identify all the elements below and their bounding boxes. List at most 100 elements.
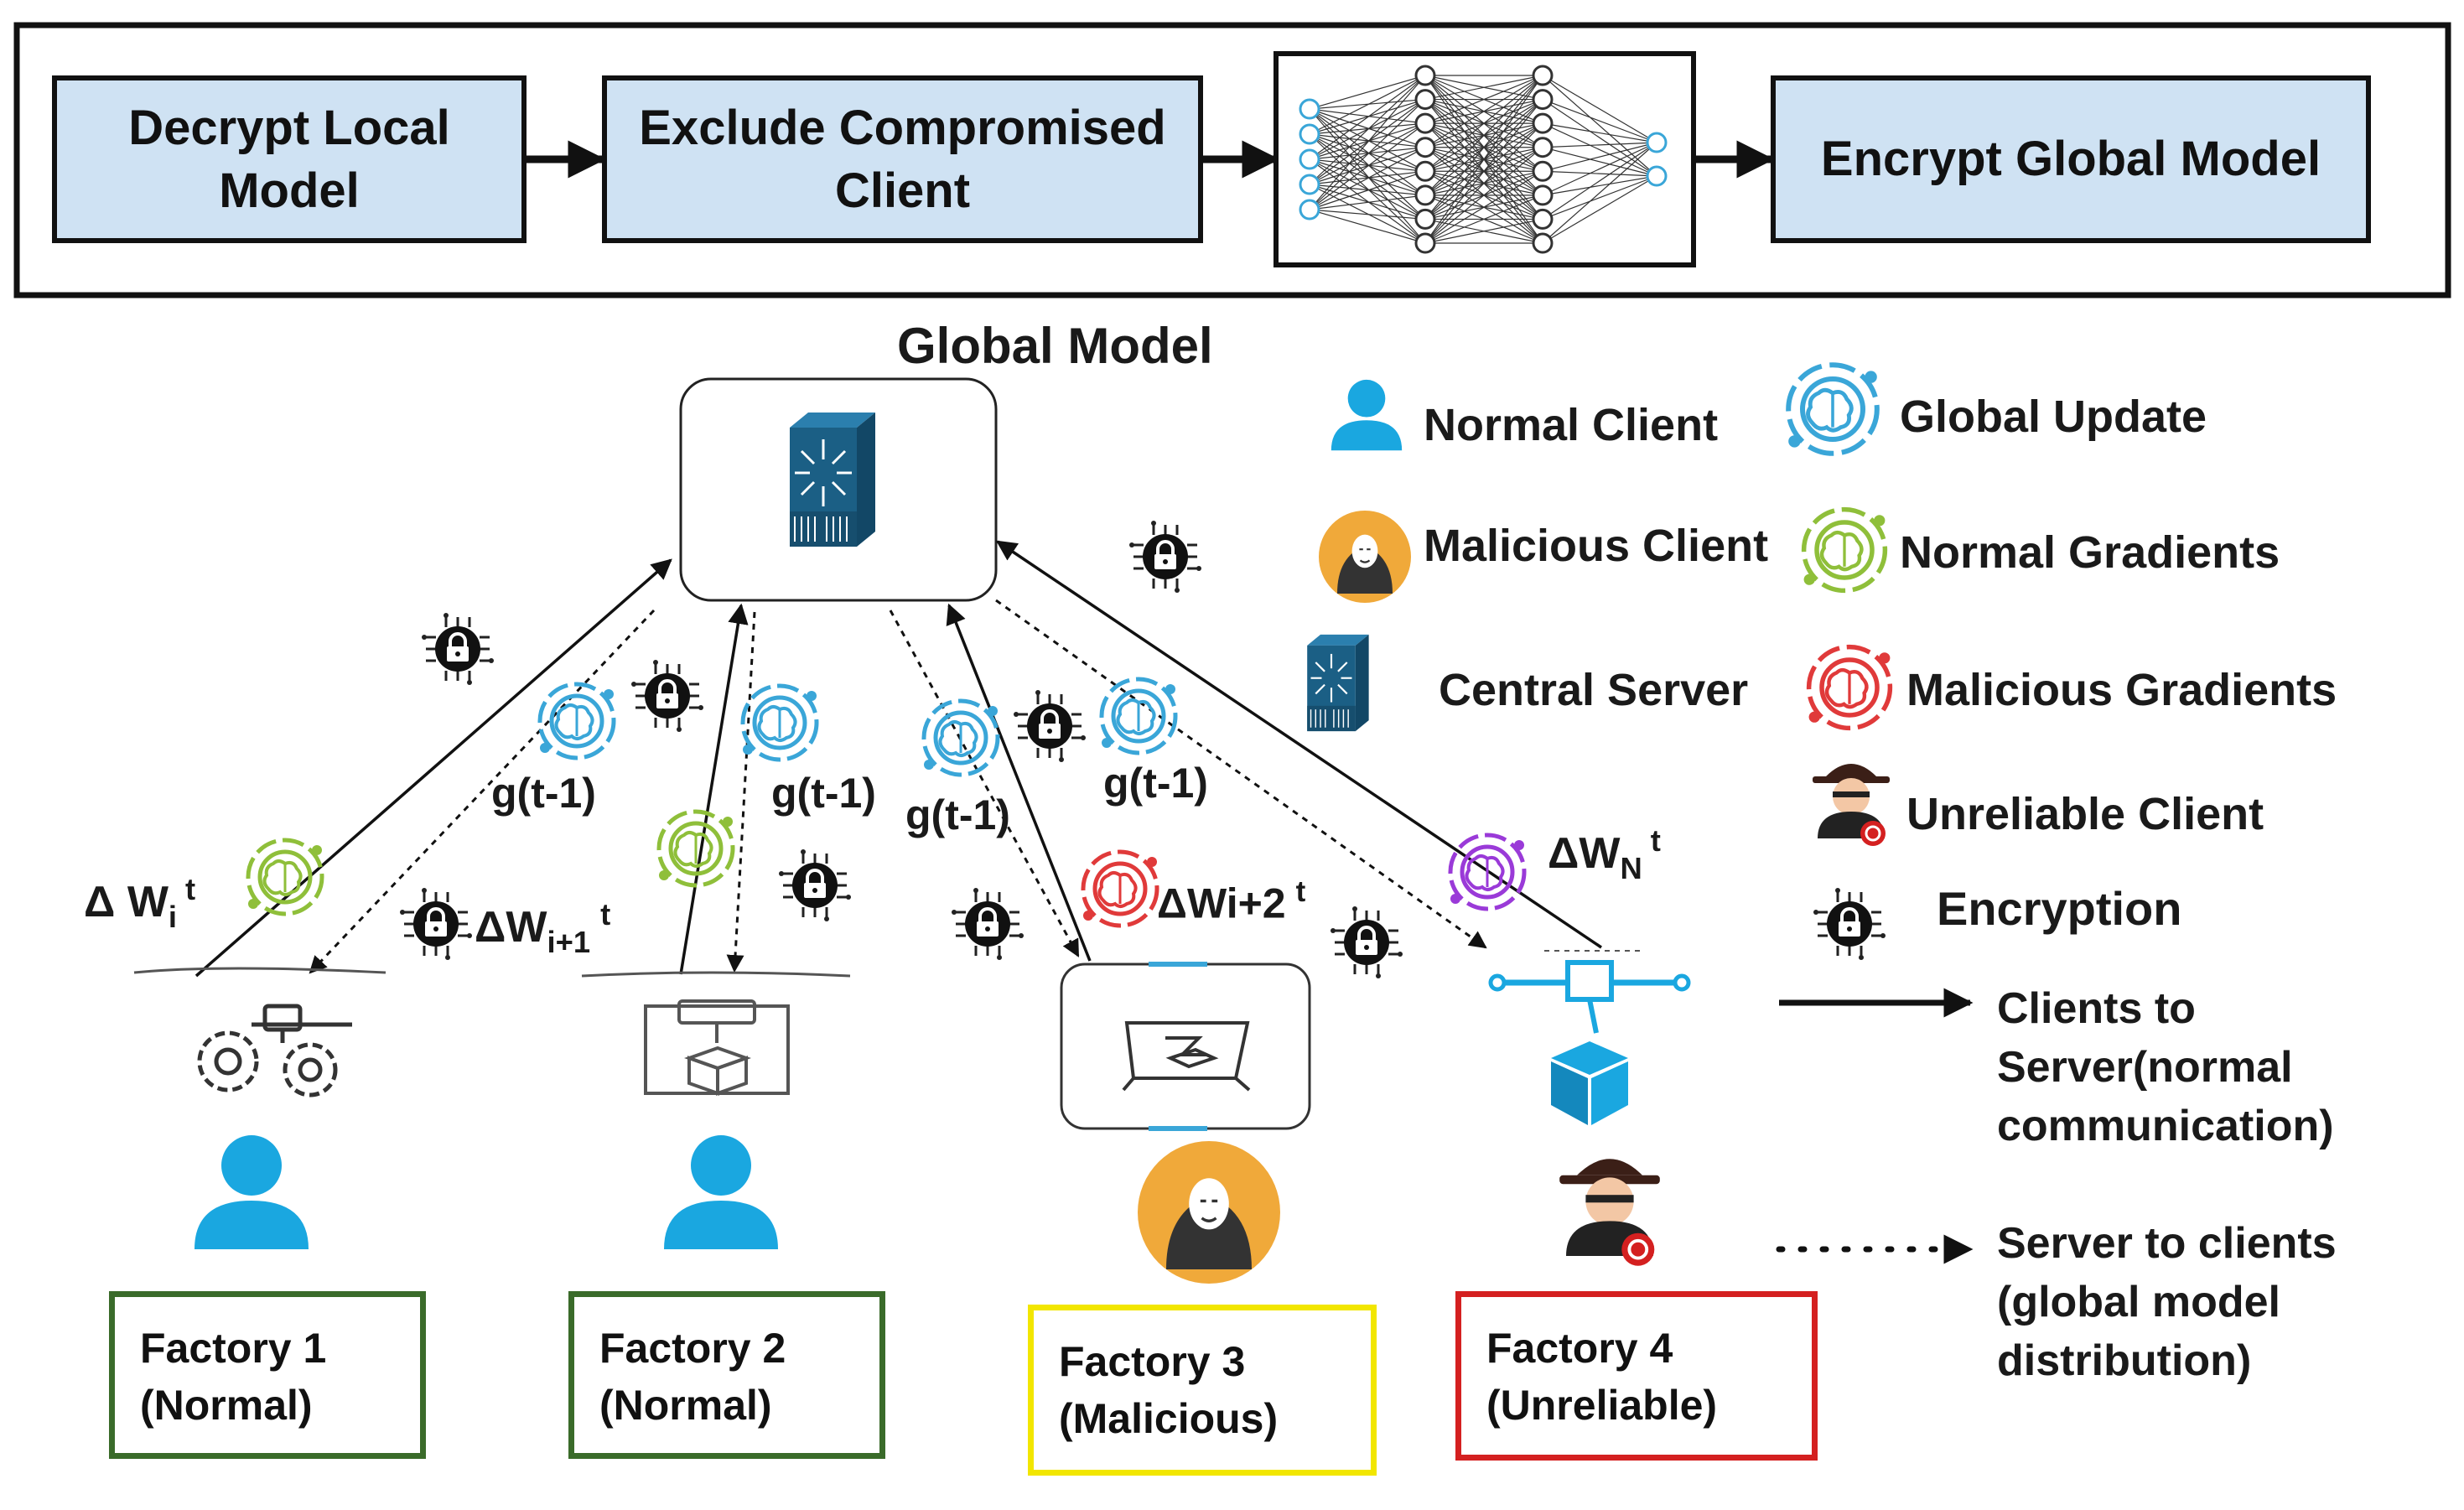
factory-2-box: Factory 2 (Normal) [568, 1291, 885, 1459]
factory-3-name: Factory 3 [1059, 1338, 1246, 1385]
legend-normal-gradients-icon [1804, 510, 1886, 591]
legend-dotted-arrow-label: Server to clients (global model distribu… [1997, 1214, 2337, 1391]
legend-solid-arrow-label: Clients to Server(normal communication) [1997, 979, 2334, 1156]
legend-malicious-gradients-icon [1809, 647, 1891, 729]
nn-node [1299, 148, 1320, 170]
global-model-title: Global Model [897, 318, 1213, 374]
nn-node [1532, 184, 1554, 206]
nn-node [1414, 184, 1436, 206]
factory-4-name: Factory 4 [1486, 1325, 1673, 1372]
dotted-arrow-line-3: distribution) [1997, 1336, 2252, 1386]
encrypt-global-model-label: Encrypt Global Model [1820, 132, 2321, 187]
encrypt-global-model-box: Encrypt Global Model [1771, 75, 2371, 243]
nn-node [1414, 112, 1436, 134]
nn-node [1646, 132, 1668, 153]
dw-i2-base: ΔWi+2 [1157, 880, 1286, 927]
exclude-compromised-client-label: Exclude Compromised Client [639, 100, 1166, 218]
legend-malicious-client-label: Malicious Client [1424, 521, 1769, 571]
dw-i2-sup: t [1295, 875, 1306, 908]
nn-node [1646, 165, 1668, 187]
nn-node [1532, 137, 1554, 158]
legend-malicious-client-icon [1317, 509, 1413, 605]
nn-node [1532, 89, 1554, 111]
dw-i-base: Δ W [84, 878, 169, 927]
neural-network-icon [1273, 51, 1696, 267]
factory-3-box: Factory 3 (Malicious) [1028, 1305, 1377, 1476]
3d-printer-icon-3 [1060, 962, 1311, 1131]
nn-node [1414, 232, 1436, 254]
dw-i-sub: i [168, 899, 178, 934]
edge-label-g4: g(t-1) [1103, 760, 1208, 807]
solid-arrow-line-1: Clients to [1997, 984, 2196, 1033]
dotted-arrow-line-1: Server to clients [1997, 1219, 2337, 1268]
dotted-arrows [309, 599, 1487, 974]
legend-global-update-label: Global Update [1900, 392, 2207, 442]
decrypt-local-model-box: Decrypt Local Model [52, 75, 527, 243]
nn-node [1414, 208, 1436, 230]
legend-normal-client-label: Normal Client [1424, 400, 1719, 450]
global-model-server [679, 377, 998, 602]
factory-2-status: (Normal) [599, 1381, 772, 1429]
server-icon [788, 411, 877, 548]
legend-central-server-icon [1306, 633, 1370, 733]
legend-malicious-gradients-label: Malicious Gradients [1906, 665, 2337, 715]
nn-node [1532, 65, 1554, 86]
3d-printer-icon-4 [1488, 950, 1691, 1125]
nn-node [1299, 174, 1320, 195]
nn-node [1414, 65, 1436, 86]
edge-label-g3: g(t-1) [905, 791, 1010, 838]
legend-unreliable-client-icon [1811, 762, 1891, 848]
dw-n-sup: t [1650, 823, 1661, 858]
factory-1-name: Factory 1 [140, 1325, 327, 1372]
nn-node [1299, 199, 1320, 221]
normal-client-user-icon-1 [195, 1135, 309, 1249]
3d-printer-icon-2 [581, 971, 851, 1096]
factory-3-status: (Malicious) [1059, 1394, 1279, 1442]
nn-node [1532, 232, 1554, 254]
dw-i1-base: ΔW [475, 903, 547, 952]
legend-normal-gradients-label: Normal Gradients [1900, 527, 2280, 578]
edge-label-dw-i2: ΔWi+2 t [1157, 875, 1305, 928]
legend-global-update-icon [1788, 365, 1877, 454]
legend-unreliable-client-label: Unreliable Client [1906, 789, 2264, 839]
factory-1-status: (Normal) [140, 1381, 313, 1429]
decrypt-local-model-label: Decrypt Local Model [128, 100, 450, 218]
dw-n-sub: N [1620, 850, 1642, 885]
factory-1-box: Factory 1 (Normal) [109, 1291, 426, 1459]
legend-normal-client-icon [1331, 379, 1403, 451]
dw-i1-sub: i+1 [547, 924, 591, 959]
edge-label-dw-i: Δ Wit [84, 872, 195, 935]
nn-node [1414, 137, 1436, 158]
edge-label-g2: g(t-1) [771, 770, 876, 817]
factory-4-box: Factory 4 (Unreliable) [1455, 1291, 1818, 1461]
normal-client-user-icon-2 [664, 1135, 778, 1249]
nn-node [1414, 160, 1436, 182]
edge-label-g1: g(t-1) [491, 770, 596, 817]
nn-node [1299, 123, 1320, 145]
encryption-icons [398, 519, 1887, 980]
malicious-client-hacker-icon [1136, 1139, 1282, 1285]
legend-encryption-label: Encryption [1937, 882, 2182, 935]
nn-node [1414, 89, 1436, 111]
edge-label-dw-n: ΔWNt [1548, 823, 1661, 886]
edge-label-dw-i1: ΔWi+1 t [475, 897, 610, 960]
solid-arrows [195, 540, 1602, 978]
dotted-arrow-line-2: (global model [1997, 1278, 2280, 1327]
exclude-compromised-client-box: Exclude Compromised Client [602, 75, 1203, 243]
gears-icon [133, 967, 386, 1097]
unreliable-client-spy-icon [1558, 1157, 1662, 1268]
solid-arrow-line-2: Server(normal [1997, 1043, 2293, 1092]
nn-node [1532, 208, 1554, 230]
unreliable-gradient-icon [1450, 835, 1524, 909]
legend-central-server-label: Central Server [1439, 665, 1749, 715]
nn-node [1299, 98, 1320, 120]
dw-n-base: ΔW [1548, 829, 1621, 879]
factory-2-name: Factory 2 [599, 1325, 786, 1372]
dw-i-sup: t [185, 872, 196, 906]
solid-arrow-line-3: communication) [1997, 1102, 2334, 1151]
nn-node [1532, 112, 1554, 134]
factory-4-status: (Unreliable) [1486, 1381, 1718, 1429]
nn-node [1532, 160, 1554, 182]
dw-i1-sup: t [600, 897, 611, 931]
malicious-gradient-icon [1083, 852, 1157, 926]
